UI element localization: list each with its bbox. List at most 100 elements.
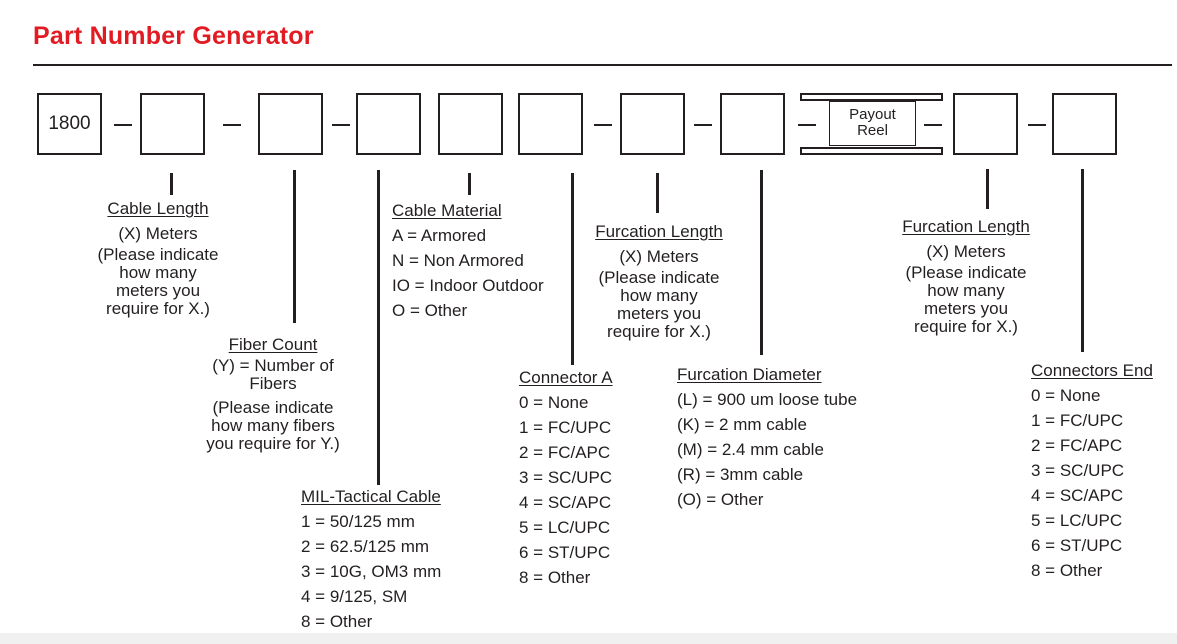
separator-dash xyxy=(114,124,132,126)
option-item: 3 = 10G, OM3 mm xyxy=(301,562,442,581)
option-item: 1 = FC/UPC xyxy=(519,418,612,437)
leader-line xyxy=(377,170,380,485)
fiber-count-field[interactable] xyxy=(258,93,323,155)
option-item: (M) = 2.4 mm cable xyxy=(677,440,824,459)
furcation-length-a-field[interactable] xyxy=(620,93,685,155)
legend-title: Furcation Length xyxy=(902,217,1030,236)
option-item: 4 = SC/APC xyxy=(519,493,612,512)
legend-note: how many fibers xyxy=(211,416,335,435)
legend-title: Cable Length xyxy=(107,199,209,218)
option-item: 6 = ST/UPC xyxy=(1031,536,1123,555)
legend-title: MIL-Tactical Cable xyxy=(301,487,441,506)
option-item: 5 = LC/UPC xyxy=(1031,511,1123,530)
cable-length-field[interactable] xyxy=(140,93,205,155)
reel-bottom-flange xyxy=(800,147,943,155)
option-item: (L) = 900 um loose tube xyxy=(677,390,858,409)
option-item: 0 = None xyxy=(1031,386,1101,405)
legend-note: (Please indicate xyxy=(212,398,334,417)
cable-material-field[interactable] xyxy=(438,93,503,155)
legend-line: (X) Meters xyxy=(118,224,198,243)
reel-label-line: Payout xyxy=(849,106,896,123)
leader-line xyxy=(656,173,659,213)
separator-dash xyxy=(594,124,612,126)
separator-dash xyxy=(694,124,712,126)
legend-title: Fiber Count xyxy=(228,335,318,354)
option-item: O = Other xyxy=(392,301,468,320)
furcation-length-b-field[interactable] xyxy=(953,93,1018,155)
prefix-box: 1800 xyxy=(37,93,102,155)
leader-line xyxy=(1081,169,1084,352)
option-item: (K) = 2 mm cable xyxy=(677,415,807,434)
cable-length-legend: Cable Length (X) Meters (Please indicate… xyxy=(82,196,234,318)
legend-note: meters you xyxy=(616,304,702,323)
legend-line: (X) Meters xyxy=(926,242,1006,261)
legend-note: how many xyxy=(927,281,1005,300)
mil-tactical-field[interactable] xyxy=(356,93,421,155)
leader-line xyxy=(760,170,763,355)
separator-dash xyxy=(223,124,241,126)
leader-line xyxy=(293,170,296,323)
option-item: IO = Indoor Outdoor xyxy=(392,276,544,295)
connector-a-legend: Connector A 0 = None 1 = FC/UPC 2 = FC/A… xyxy=(519,365,613,590)
legend-title: Cable Material xyxy=(392,201,502,220)
mil-tactical-legend: MIL-Tactical Cable 1 = 50/125 mm 2 = 62.… xyxy=(301,484,441,634)
leader-line xyxy=(170,173,173,195)
furcation-diameter-field[interactable] xyxy=(720,93,785,155)
legend-note: require for X.) xyxy=(914,317,1018,336)
option-item: 8 = Other xyxy=(1031,561,1103,580)
option-item: 4 = 9/125, SM xyxy=(301,587,408,606)
option-item: 2 = FC/APC xyxy=(1031,436,1123,455)
option-item: A = Armored xyxy=(392,226,487,245)
option-item: (O) = Other xyxy=(677,490,764,509)
legend-note: (Please indicate xyxy=(97,245,219,264)
legend-note: require for X.) xyxy=(106,299,210,318)
legend-title: Furcation Length xyxy=(595,222,723,241)
option-item: 2 = FC/APC xyxy=(519,443,611,462)
option-item: 8 = Other xyxy=(301,612,373,631)
page-title: Part Number Generator xyxy=(33,22,314,50)
cable-material-legend: Cable Material A = Armored N = Non Armor… xyxy=(392,198,544,323)
legend-line: Fibers xyxy=(249,374,297,393)
option-item: 2 = 62.5/125 mm xyxy=(301,537,430,556)
fiber-count-legend: Fiber Count (Y) = Number of Fibers (Plea… xyxy=(194,332,352,453)
legend-note: how many xyxy=(119,263,197,282)
option-item: 1 = FC/UPC xyxy=(1031,411,1124,430)
option-item: 3 = SC/UPC xyxy=(519,468,613,487)
furcation-length-a-legend: Furcation Length (X) Meters (Please indi… xyxy=(580,219,738,341)
separator-dash xyxy=(1028,124,1046,126)
connectors-end-legend: Connectors End 0 = None 1 = FC/UPC 2 = F… xyxy=(1031,358,1153,583)
legend-line: (X) Meters xyxy=(619,247,699,266)
legend-title: Connectors End xyxy=(1031,361,1153,380)
separator-dash xyxy=(332,124,350,126)
option-item: 0 = None xyxy=(519,393,589,412)
separator-dash xyxy=(924,124,942,126)
option-item: (R) = 3mm cable xyxy=(677,465,804,484)
connector-a-field[interactable] xyxy=(518,93,583,155)
reel-top-flange xyxy=(800,93,943,101)
option-item: 1 = 50/125 mm xyxy=(301,512,415,531)
option-item: 4 = SC/APC xyxy=(1031,486,1124,505)
leader-line xyxy=(468,173,471,195)
option-item: 3 = SC/UPC xyxy=(1031,461,1125,480)
legend-title: Connector A xyxy=(519,368,613,387)
legend-note: you require for Y.) xyxy=(206,434,340,453)
legend-note: (Please indicate xyxy=(598,268,720,287)
legend-note: meters you xyxy=(923,299,1009,318)
payout-reel-box: Payout Reel xyxy=(829,101,916,146)
reel-label-line: Reel xyxy=(857,122,888,139)
legend-note: how many xyxy=(620,286,698,305)
leader-line xyxy=(571,173,574,365)
legend-note: meters you xyxy=(115,281,201,300)
connectors-end-field[interactable] xyxy=(1052,93,1117,155)
separator-dash xyxy=(798,124,816,126)
legend-note: require for X.) xyxy=(607,322,711,341)
legend-line: (Y) = Number of xyxy=(212,356,334,375)
option-item: 5 = LC/UPC xyxy=(519,518,611,537)
furcation-length-b-legend: Furcation Length (X) Meters (Please indi… xyxy=(887,214,1045,336)
furcation-diameter-legend: Furcation Diameter (L) = 900 um loose tu… xyxy=(677,362,857,512)
option-item: 8 = Other xyxy=(519,568,591,587)
option-item: 6 = ST/UPC xyxy=(519,543,611,562)
option-item: N = Non Armored xyxy=(392,251,524,270)
legend-title: Furcation Diameter xyxy=(677,365,822,384)
title-rule xyxy=(33,64,1172,66)
